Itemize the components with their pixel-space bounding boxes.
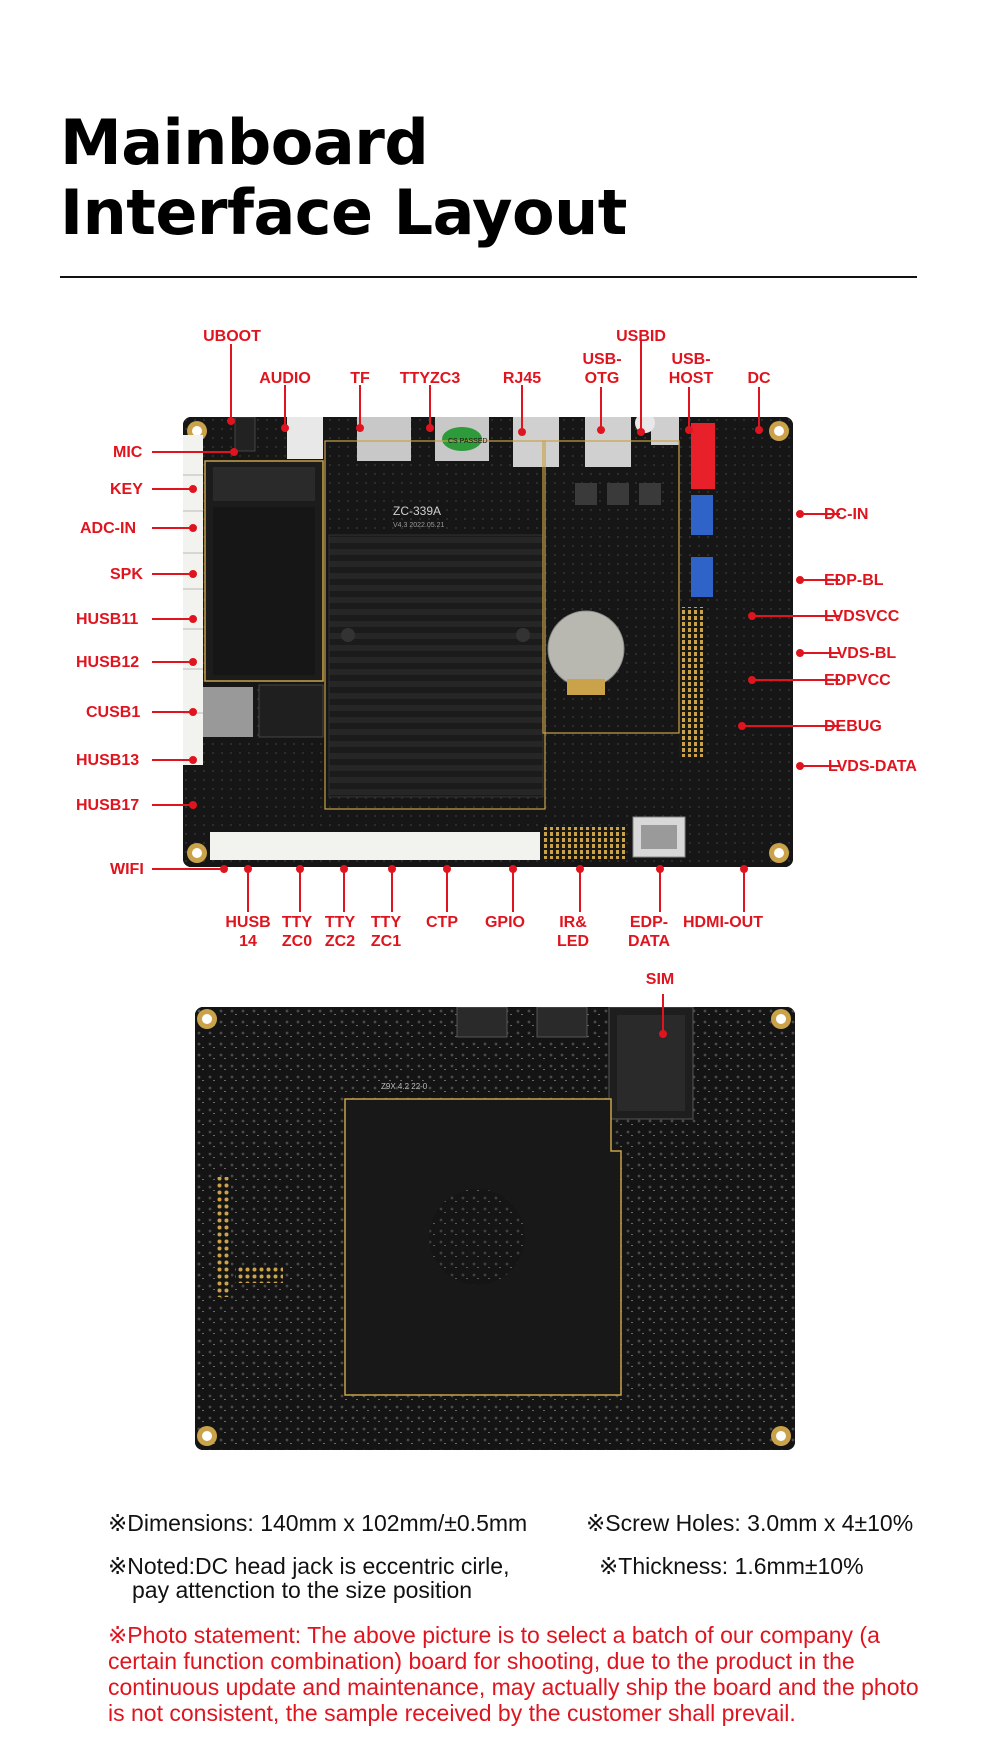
note-thickness: ※Thickness: 1.6mm±10%	[599, 1553, 864, 1579]
label-husb12: HUSB12	[76, 654, 140, 671]
label-ttyzc2-line2: ZC2	[324, 933, 356, 950]
label-usb-host-line2: HOST	[668, 370, 714, 387]
board-version-print: V4.3 2022.05.21	[393, 522, 444, 529]
label-cusb1: CUSB1	[86, 704, 141, 721]
label-usb-host: USB- HOST	[658, 350, 724, 388]
label-usb-otg-line2: OTG	[584, 370, 620, 387]
page-title: Mainboard Interface Layout	[60, 108, 627, 248]
board-model-print: ZC-339A	[393, 504, 441, 518]
label-husb14: HUSB 14	[216, 913, 280, 951]
label-ctp: CTP	[426, 914, 458, 931]
label-husb14-line2: 14	[239, 933, 257, 950]
photo-statement: ※Photo statement: The above picture is t…	[108, 1622, 919, 1726]
label-wifi: WIFI	[110, 861, 144, 878]
label-key: KEY	[110, 481, 143, 498]
label-hdmi-out: HDMI-OUT	[683, 914, 763, 931]
label-usbid: USBID	[616, 328, 666, 345]
label-husb14-line1: HUSB	[225, 914, 271, 931]
label-lvds-data: LVDS-DATA	[828, 758, 917, 775]
label-husb17: HUSB17	[76, 797, 140, 814]
label-rj45: RJ45	[502, 370, 542, 387]
title-line-2: Interface Layout	[60, 176, 627, 249]
label-husb11: HUSB11	[76, 611, 139, 628]
note-dc-jack-2: pay attenction to the size position	[132, 1577, 473, 1603]
label-irled: IR& LED	[548, 913, 598, 951]
label-ttyzc2-line1: TTY	[324, 914, 356, 931]
title-divider	[60, 276, 917, 278]
mainboard-front-photo: ZC-339A V4.3 2022.05.21 CS PASSED	[183, 417, 793, 867]
label-ttyzc2: TTY ZC2	[316, 913, 364, 951]
label-ttyzc0-line2: ZC0	[281, 933, 313, 950]
label-dc: DC	[747, 370, 771, 387]
label-ttyzc1-line1: TTY	[370, 914, 402, 931]
label-dc-in: DC-IN	[824, 506, 869, 523]
label-edp-data-line2: DATA	[627, 933, 671, 950]
rj45-cert-print: CS PASSED	[448, 438, 488, 445]
label-ttyzc0-line1: TTY	[281, 914, 313, 931]
label-edp-data-line1: EDP-	[629, 914, 669, 931]
label-debug: DEBUG	[824, 718, 882, 735]
label-lvdsvcc: LVDSVCC	[824, 608, 900, 625]
mainboard-back-photo: Z9X 4.2 22-0	[195, 1007, 795, 1450]
label-irled-line1: IR&	[559, 914, 587, 931]
label-ttyzc1: TTY ZC1	[362, 913, 410, 951]
back-model-print: Z9X 4.2 22-0	[381, 1082, 428, 1091]
note-dimensions: ※Dimensions: 140mm x 102mm/±0.5mm	[108, 1510, 528, 1536]
label-usb-host-line1: USB-	[671, 351, 711, 368]
label-ttyzc1-line2: ZC1	[370, 933, 402, 950]
label-tf: TF	[350, 370, 370, 387]
label-gpio: GPIO	[484, 914, 525, 931]
label-adc-in: ADC-IN	[80, 520, 136, 537]
label-audio: AUDIO	[259, 370, 311, 387]
label-mic: MIC	[113, 444, 143, 461]
label-irled-line2: LED	[557, 933, 589, 950]
label-usb-otg: USB- OTG	[572, 350, 632, 388]
label-usb-otg-line1: USB-	[582, 351, 622, 368]
label-spk: SPK	[110, 566, 143, 583]
label-edp-data: EDP- DATA	[619, 913, 679, 951]
label-ttyzc3: TTYZC3	[399, 370, 461, 387]
title-line-1: Mainboard	[60, 106, 429, 179]
label-ttyzc0: TTY ZC0	[273, 913, 321, 951]
note-dc-jack-1: ※Noted:DC head jack is eccentric cirle,	[108, 1553, 510, 1579]
label-uboot: UBOOT	[203, 328, 261, 345]
label-lvds-bl: LVDS-BL	[828, 645, 897, 662]
label-sim: SIM	[645, 971, 675, 988]
label-edpvcc: EDPVCC	[824, 672, 891, 689]
label-husb13: HUSB13	[76, 752, 140, 769]
note-screw-holes: ※Screw Holes: 3.0mm x 4±10%	[586, 1510, 914, 1536]
label-edp-bl: EDP-BL	[824, 572, 884, 589]
